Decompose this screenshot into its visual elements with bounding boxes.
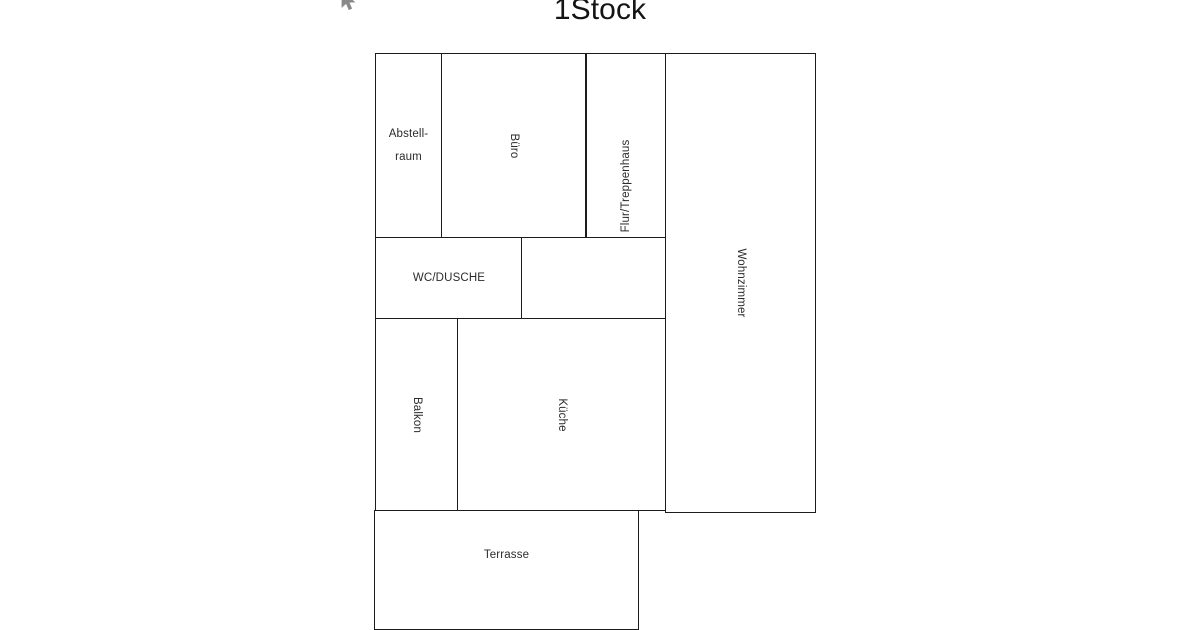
room-label-kueche: Küche	[555, 397, 568, 432]
room-wc-dusche[interactable]: WC/DUSCHE	[375, 237, 523, 319]
room-kueche[interactable]: Küche	[457, 318, 666, 511]
page-title: 1Stock	[553, 0, 647, 26]
room-label-flur-treppenhaus: Flur/Treppenhaus	[620, 139, 632, 233]
room-balkon[interactable]: Balkon	[375, 318, 459, 511]
room-label-buero: Büro	[507, 133, 520, 158]
room-label-wc-dusche: WC/DUSCHE	[412, 272, 486, 284]
room-label-wohnzimmer: Wohnzimmer	[734, 248, 747, 318]
room-terrasse[interactable]: Terrasse	[374, 510, 639, 630]
room-label-abstellraum-line2: raum	[395, 150, 422, 163]
room-buero[interactable]: Büro	[441, 53, 586, 238]
room-label-abstellraum-line1: Abstell-	[388, 127, 429, 140]
room-label-terrasse: Terrasse	[483, 549, 530, 561]
floor-plan-canvas: 1Stock Abstell- raum Büro Flur/Treppenha…	[341, 0, 816, 630]
room-abstellraum[interactable]: Abstell- raum	[375, 53, 442, 238]
room-wohnzimmer[interactable]: Wohnzimmer	[665, 53, 816, 513]
room-unlabeled-middle[interactable]	[521, 237, 666, 319]
room-label-balkon: Balkon	[411, 396, 423, 433]
room-label-abstellraum: Abstell- raum	[389, 123, 429, 169]
